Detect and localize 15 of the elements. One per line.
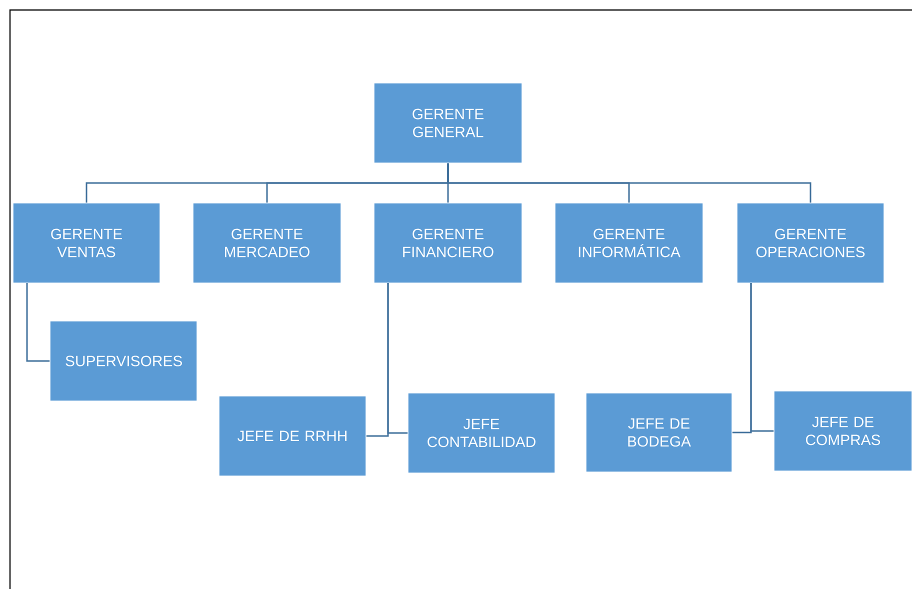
org-box: GERENTE MERCADEO xyxy=(192,202,342,284)
org-box: JEFE DE BODEGA xyxy=(586,392,732,472)
org-box: JEFE DE RRHH xyxy=(218,396,366,476)
connector-line xyxy=(750,283,774,432)
org-box: GERENTE OPERACIONES xyxy=(736,202,884,284)
org-box: GERENTE INFORMÁTICA xyxy=(554,202,704,284)
org-box: JEFE DE COMPRAS xyxy=(774,390,912,472)
org-box: GERENTE FINANCIERO xyxy=(374,202,522,284)
connector-line xyxy=(387,283,408,434)
connector-line xyxy=(447,163,812,203)
org-box: GERENTE GENERAL xyxy=(374,82,522,164)
org-box: GERENTE VENTAS xyxy=(12,202,160,284)
connector-line xyxy=(26,283,50,362)
org-box: JEFE CONTABILIDAD xyxy=(408,392,556,474)
org-box: SUPERVISORES xyxy=(50,320,198,402)
